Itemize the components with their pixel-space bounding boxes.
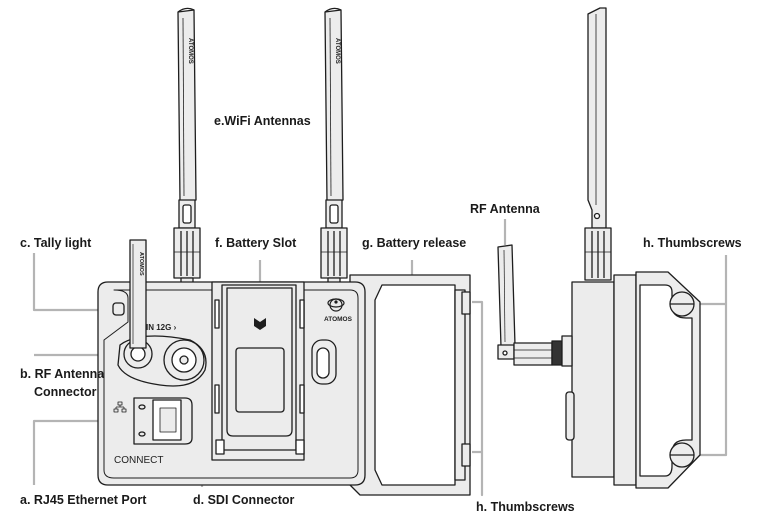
label-wifi-antennas: e.WiFi Antennas — [214, 114, 311, 128]
label-battery-slot: f. Battery Slot — [215, 236, 297, 250]
side-body — [565, 271, 701, 489]
connect-label: CONNECT — [114, 455, 163, 466]
battery-plate — [349, 274, 471, 496]
brand-text-antenna-left: ATOMOS — [187, 38, 193, 64]
wifi-antenna-left — [173, 7, 201, 286]
leader-thumbscrews-front — [472, 300, 484, 497]
label-rj45-ethernet-port: a. RJ45 Ethernet Port — [20, 493, 147, 507]
brand-text-antenna-right: ATOMOS — [334, 38, 340, 64]
sdi-input-label: IN 12G › — [146, 323, 177, 332]
wifi-antenna-right — [320, 7, 348, 286]
leader-tally — [32, 253, 112, 312]
label-rf-antenna-connector-line1: b. RF Antenna — [20, 367, 105, 381]
tally-light — [112, 302, 125, 316]
side-rf-antenna — [497, 244, 573, 367]
brand-text-logo: ATOMOS — [324, 316, 353, 323]
brand-text-tally-antenna: ATOMOS — [138, 252, 144, 276]
label-thumbscrews-front: h. Thumbscrews — [476, 500, 575, 514]
main-body — [97, 239, 366, 486]
label-sdi-connector: d. SDI Connector — [193, 493, 295, 507]
leader-thumbscrews-side — [698, 255, 728, 457]
label-rf-antenna-connector-line2: Connector — [34, 385, 97, 399]
label-tally-light: c. Tally light — [20, 236, 92, 250]
label-battery-release: g. Battery release — [362, 236, 467, 250]
chevron-down-icon — [254, 318, 266, 330]
label-rf-antenna: RF Antenna — [470, 202, 540, 216]
network-icon — [113, 401, 127, 413]
label-thumbscrews-side: h. Thumbscrews — [643, 236, 742, 250]
side-wifi-antenna — [584, 7, 612, 281]
atomos-logo-icon — [327, 298, 345, 312]
